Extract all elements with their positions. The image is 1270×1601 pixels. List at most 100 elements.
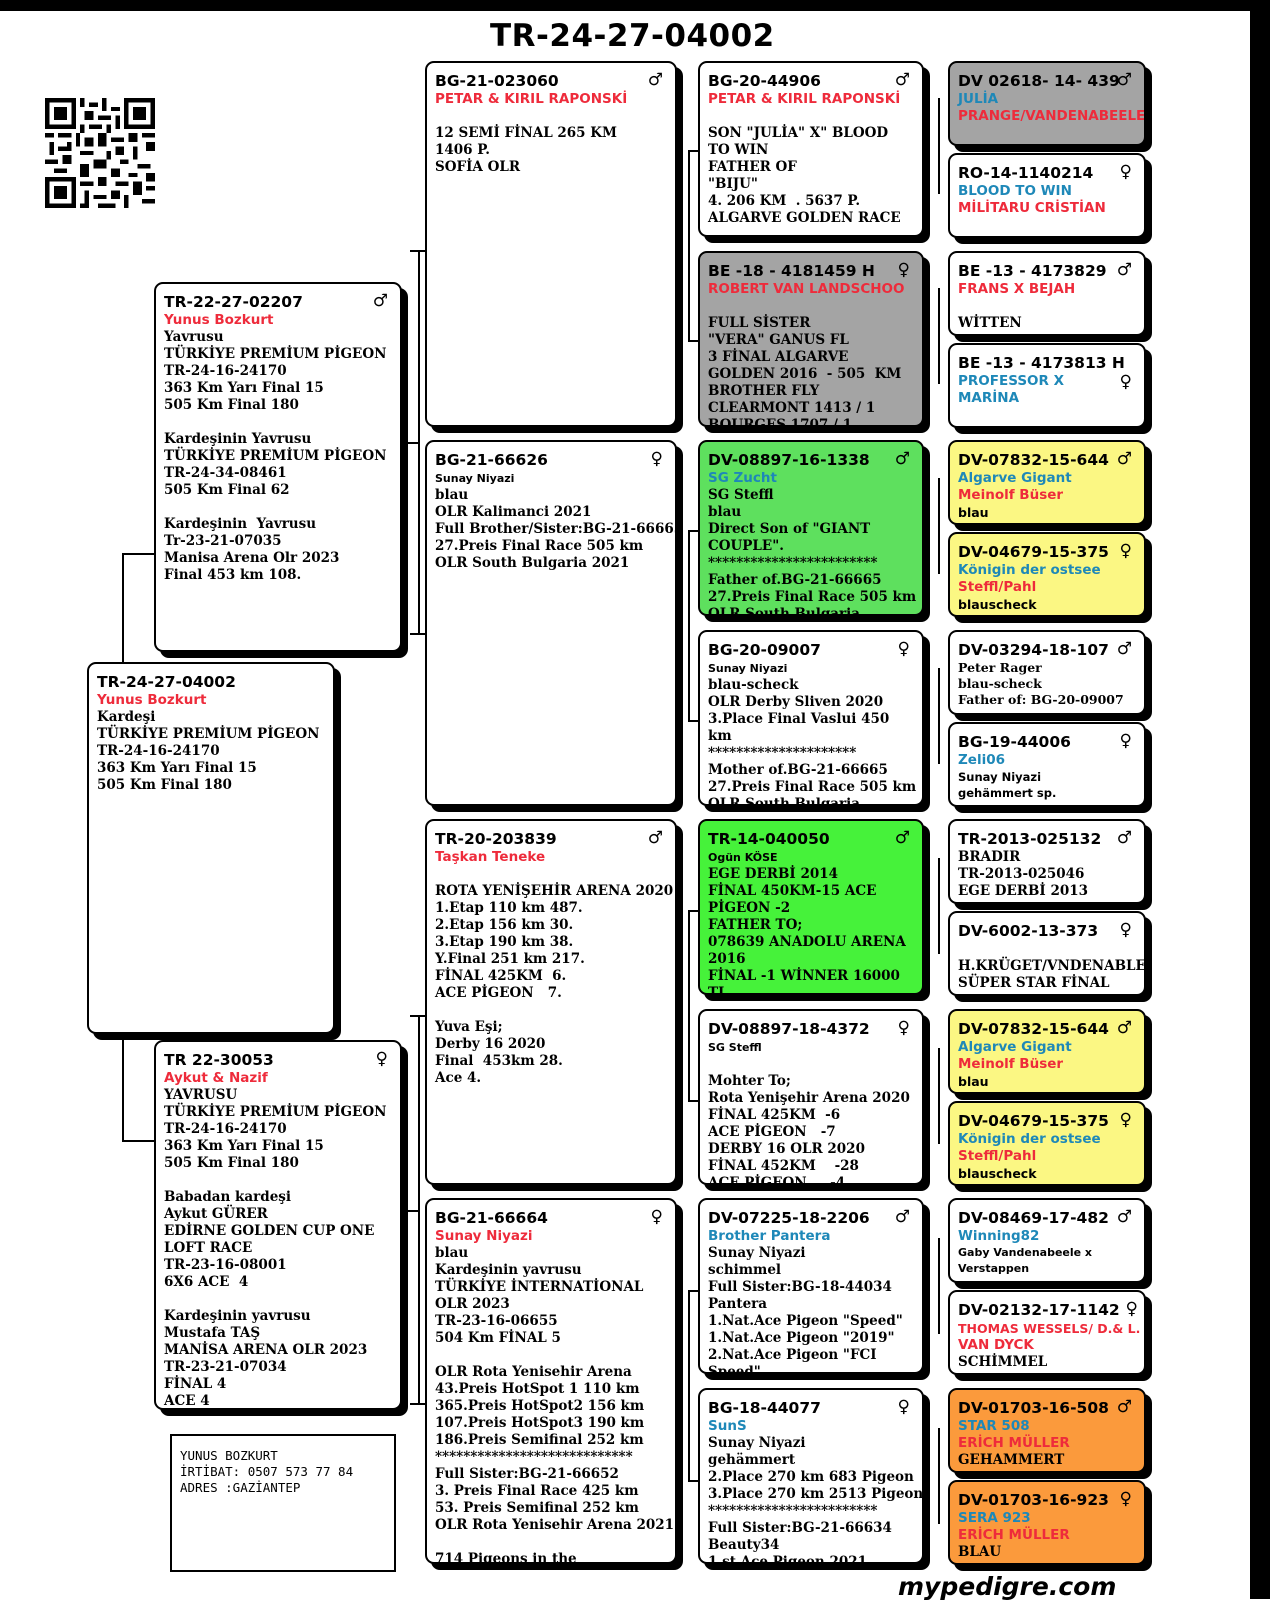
male-icon: ♂ (894, 449, 910, 469)
connector-line (122, 553, 124, 663)
pedigree-card-dam-sire[interactable]: TR-20-203839 ♂ Taşkan Teneke ROTA YENİŞE… (425, 819, 677, 1185)
pigeon-notes: Sunay Niyazi schimmel Full Sister:BG-18-… (708, 1245, 903, 1374)
ring-number: BG-20-09007 (708, 641, 821, 659)
pedigree-card-sss[interactable]: BG-20-44906 ♂ PETAR & KIRIL RAPONSKİ SON… (698, 61, 924, 237)
ring-number: DV-07225-18-2206 (708, 1209, 870, 1227)
pedigree-card-dam[interactable]: TR 22-30053 ♀ Aykut & Nazif YAVRUSU TÜRK… (154, 1040, 402, 1410)
male-icon: ♂ (1116, 1207, 1132, 1227)
owner-name: Meinolf Büser (958, 487, 1064, 503)
qr-code-icon[interactable] (45, 98, 155, 208)
female-icon: ♀ (1119, 1110, 1132, 1130)
pigeon-name: BLOOD TO WIN (958, 183, 1072, 199)
pedigree-card-sire-dam[interactable]: BG-21-66626 ♀ Sunay Niyazi blau OLR Kali… (425, 440, 677, 806)
ring-number: BG-21-66626 (435, 451, 548, 469)
pedigree-card-ddd[interactable]: BG-18-44077 ♀ SunS Sunay Niyazi gehämmer… (698, 1388, 924, 1564)
pigeon-notes: Gaby Vandenabeele x Verstappen (958, 1246, 1093, 1275)
pedigree-card-g13[interactable]: DV-08469-17-482 ♂ Winning82 Gaby Vandena… (948, 1198, 1146, 1283)
pedigree-card-g1[interactable]: DV 02618- 14- 439 ♂ JULİA PRANGE/VANDENA… (948, 61, 1146, 146)
ring-number: BG-20-44906 (708, 72, 821, 90)
owner-name: PRANGE/VANDENABEELE (958, 108, 1146, 124)
pedigree-card-g7[interactable]: DV-03294-18-107 ♂ Peter Rager blau-schec… (948, 630, 1146, 715)
pedigree-card-g8[interactable]: BG-19-44006 ♀ Zeli06 Sunay Niyazi gehämm… (948, 722, 1146, 807)
owner-name: Sunay Niyazi (708, 662, 788, 675)
pedigree-card-g5[interactable]: DV-07832-15-644 ♂ Algarve Gigant Meinolf… (948, 440, 1146, 525)
pedigree-card-dsd[interactable]: DV-08897-18-4372 ♀ SG Steffl Mohter To; … (698, 1009, 924, 1185)
pedigree-card-sire-sire[interactable]: BG-21-023060 ♂ PETAR & KIRIL RAPONSKİ 12… (425, 61, 677, 427)
pigeon-name: PROFESSOR X (958, 373, 1065, 389)
pigeon-notes: Kardeşi TÜRKİYE PREMİUM PİGEON TR-24-16-… (97, 709, 320, 793)
female-icon: ♀ (375, 1049, 388, 1069)
pedigree-card-g6[interactable]: DV-04679-15-375 ♀ Königin der ostsee Ste… (948, 532, 1146, 617)
pedigree-card-g16[interactable]: DV-01703-16-923 ♀ SERA 923 ERİCH MÜLLER … (948, 1480, 1146, 1565)
connector-line (410, 633, 425, 635)
ring-number: DV-07832-15-644 (958, 1020, 1109, 1038)
connector-line (688, 1290, 690, 1480)
ring-number: RO-14-1140214 (958, 164, 1094, 182)
pedigree-card-g9[interactable]: TR-2013-025132 ♂ BRADIR TR-2013-025046 E… (948, 819, 1146, 904)
owner-name: MİLİTARU CRİSTİAN (958, 200, 1106, 216)
pigeon-notes: Yavrusu TÜRKİYE PREMİUM PİGEON TR-24-16-… (164, 329, 387, 583)
pedigree-card-g11[interactable]: DV-07832-15-644 ♂ Algarve Gigant Meinolf… (948, 1009, 1146, 1094)
ring-number: DV-08897-18-4372 (708, 1020, 870, 1038)
pigeon-name: Königin der ostsee (958, 562, 1101, 578)
pedigree-card-sire[interactable]: TR-22-27-02207 ♂ Yunus Bozkurt Yavrusu T… (154, 282, 402, 652)
pedigree-card-dam-dam[interactable]: BG-21-66664 ♀ Sunay Niyazi blau Kardeşin… (425, 1198, 677, 1564)
ring-number: TR-2013-025132 (958, 830, 1102, 848)
ring-number: TR-14-040050 (708, 830, 830, 848)
contact-address: ADRES :GAZİANTEP (180, 1480, 301, 1495)
pedigree-card-dss[interactable]: TR-14-040050 ♂ Ogün KÖSE EGE DERBİ 2014 … (698, 819, 924, 995)
pedigree-card-g12[interactable]: DV-04679-15-375 ♀ Königin der ostsee Ste… (948, 1101, 1146, 1186)
pedigree-card-ssd[interactable]: BE -18 - 4181459 H ♀ ROBERT VAN LANDSCHO… (698, 251, 924, 427)
female-icon: ♀ (1119, 1489, 1132, 1509)
color-label: blau (958, 1074, 989, 1089)
male-icon: ♂ (1116, 1397, 1132, 1417)
pedigree-card-g3[interactable]: BE -13 - 4173829 ♂ FRANS X BEJAH WİTTEN (948, 251, 1146, 336)
right-border (1250, 0, 1270, 1599)
connector-line (938, 1428, 940, 1524)
owner-name: ERİCH MÜLLER (958, 1527, 1070, 1543)
female-icon: ♀ (897, 639, 910, 659)
ring-number: TR-24-27-04002 (97, 673, 236, 691)
pedigree-card-sdd[interactable]: BG-20-09007 ♀ Sunay Niyazi blau-scheck O… (698, 630, 924, 806)
ring-number: DV-6002-13-373 (958, 922, 1099, 940)
connector-line (410, 1015, 425, 1017)
pedigree-card-g15[interactable]: DV-01703-16-508 ♂ STAR 508 ERİCH MÜLLER … (948, 1388, 1146, 1473)
connector-line (688, 1480, 698, 1482)
ring-number: DV-04679-15-375 (958, 543, 1109, 561)
ring-number: BE -13 - 4173813 H (958, 354, 1125, 372)
ring-number: BG-21-023060 (435, 72, 559, 90)
ring-number: TR-20-203839 (435, 830, 557, 848)
owner-name: SG Zucht (708, 470, 777, 486)
owner-name: FRANS X BEJAH (958, 281, 1076, 297)
contact-phone: İRTİBAT: 0507 573 77 84 (180, 1464, 354, 1479)
ring-number: DV 02618- 14- 439 (958, 72, 1120, 90)
owner-name: PETAR & KIRIL RAPONSKİ (435, 91, 628, 107)
male-icon: ♂ (894, 1207, 910, 1227)
female-icon: ♀ (1119, 731, 1132, 751)
pigeon-notes: YAVRUSU TÜRKİYE PREMİUM PİGEON TR-24-16-… (164, 1087, 387, 1409)
connector-line (122, 553, 154, 555)
connector-line (938, 98, 940, 194)
pedigree-card-subject[interactable]: TR-24-27-04002 Yunus Bozkurt Kardeşi TÜR… (87, 662, 335, 1034)
pedigree-card-g14[interactable]: DV-02132-17-1142 ♀ THOMAS WESSELS/ D.& L… (948, 1290, 1146, 1375)
pedigree-card-g2[interactable]: RO-14-1140214 ♀ BLOOD TO WIN MİLİTARU CR… (948, 153, 1146, 238)
pedigree-card-sds[interactable]: DV-08897-16-1338 ♂ SG Zucht SG Steffl bl… (698, 440, 924, 616)
owner-name: Steffl/Pahl (958, 1148, 1037, 1164)
female-icon: ♀ (897, 1397, 910, 1417)
connector-line (688, 1290, 698, 1292)
male-icon: ♂ (372, 291, 388, 311)
pigeon-name: Winning82 (958, 1228, 1040, 1244)
color-label: blau (958, 505, 989, 520)
pedigree-card-g10[interactable]: DV-6002-13-373 ♀ H.KRÜGET/VNDENABLE SÜPE… (948, 911, 1146, 996)
pedigree-card-dds[interactable]: DV-07225-18-2206 ♂ Brother Pantera Sunay… (698, 1198, 924, 1374)
ring-number: DV-03294-18-107 (958, 641, 1109, 659)
ring-number: BE -18 - 4181459 H (708, 262, 875, 280)
connector-line (688, 150, 690, 340)
pedigree-card-g4[interactable]: BE -13 - 4173813 H ♀ PROFESSOR X MARİNA (948, 343, 1146, 428)
owner-name: THOMAS WESSELS/ D.& L. (958, 1321, 1141, 1336)
pigeon-notes: Sunay Niyazi gehämmert sp. (958, 770, 1057, 800)
male-icon: ♂ (1116, 449, 1132, 469)
owner-name: Steffl/Pahl (958, 579, 1037, 595)
owner-name: ERİCH MÜLLER (958, 1435, 1070, 1451)
ring-number: DV-04679-15-375 (958, 1112, 1109, 1130)
